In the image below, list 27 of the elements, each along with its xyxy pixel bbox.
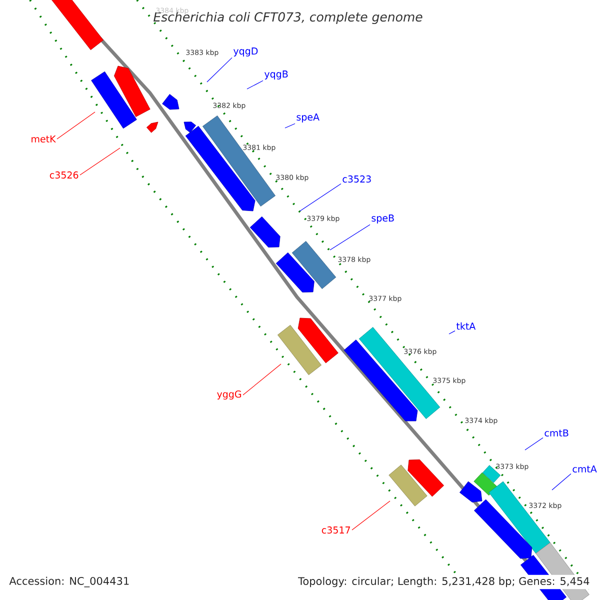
genome-info-text: Topology: circular; Length: 5,231,428 bp; Genes: 5,454	[296, 574, 592, 590]
gene-label: yggG	[217, 390, 242, 400]
leader-line	[524, 437, 544, 450]
leader-line	[552, 473, 572, 490]
gene-label: cmtB	[544, 429, 568, 437]
gene-label: speA	[296, 114, 320, 122]
title: Escherichia coli CFT073, complete genome	[154, 12, 422, 24]
gene-label: tktA	[456, 322, 476, 330]
leader-line	[300, 184, 342, 212]
leader-line	[352, 500, 390, 530]
leader-line	[206, 57, 232, 82]
leader-line	[80, 148, 120, 176]
gene-label: yqgB	[264, 70, 288, 80]
leader-line	[284, 123, 296, 128]
gene-label: cmtA	[572, 465, 597, 473]
leader-line	[330, 224, 370, 250]
accession-text: Accession: NC_004431	[9, 576, 129, 588]
leader-line	[448, 330, 456, 334]
gene-label: c3526	[50, 171, 78, 179]
leader-line	[246, 80, 264, 90]
gene-label: metK	[32, 135, 56, 143]
gene-label: c3517	[322, 526, 350, 534]
leader-line	[56, 112, 96, 140]
gene-label: yqgD	[233, 48, 258, 56]
leader-line	[242, 364, 282, 396]
gene-label: c3523	[342, 175, 371, 183]
gene-label: speB	[372, 214, 394, 224]
